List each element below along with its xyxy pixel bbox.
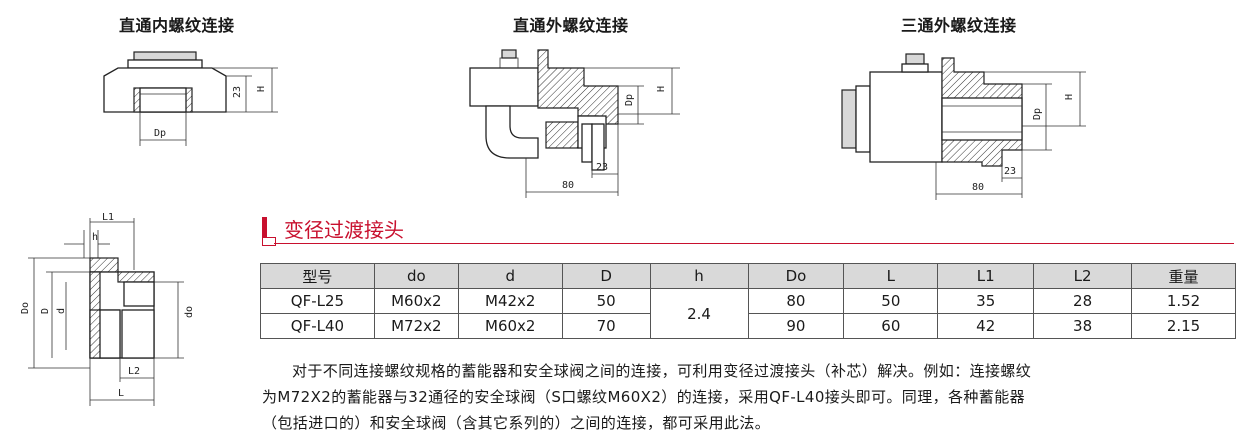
dim-d: d — [56, 308, 67, 314]
dim-do: do — [184, 306, 195, 318]
section-title: 变径过渡接头 — [284, 218, 404, 242]
cell-model: QF-L40 — [260, 313, 375, 339]
cell-D: 70 — [561, 313, 651, 339]
figure-title-straight-internal: 直通内螺纹连接 — [119, 16, 235, 35]
cell-d: M60x2 — [457, 313, 563, 339]
drawing-straight-internal: 23 H Dp — [103, 51, 278, 146]
dim-L2: L2 — [128, 366, 140, 377]
col-header-L2: L2 — [1033, 263, 1133, 289]
col-header-do: do — [373, 263, 459, 289]
section-header: 变径过渡接头 — [262, 214, 1236, 246]
cell-L1: 42 — [937, 313, 1035, 339]
table-row: QF-L25 M60x2 M42x2 50 2.4 80 50 35 28 1.… — [260, 288, 1236, 339]
cell-L: 60 — [843, 313, 939, 339]
figure-title-straight-external: 直通外螺纹连接 — [513, 16, 629, 35]
dim-L: L — [118, 388, 124, 399]
description-paragraph: 对于不同连接螺纹规格的蓄能器和安全球阀之间的连接，可利用变径过渡接头（补芯）解决… — [262, 358, 1234, 436]
cell-Do: 80 — [747, 288, 845, 314]
table-row: QF-L40 M72x2 M60x2 70 90 60 42 38 2.15 — [260, 313, 1236, 339]
drawing-tee-external: Dp H 23 80 — [841, 53, 1086, 200]
paragraph-line: （包括进口的）和安全球阀（含其它系列的）之间的连接，都可采用此法。 — [262, 414, 771, 432]
dim-Do: Do — [20, 302, 31, 314]
dim-80: 80 — [562, 180, 574, 191]
cell-d: M42x2 — [457, 288, 563, 314]
col-header-h: h — [649, 263, 749, 289]
dim-23-3: 23 — [1004, 166, 1016, 177]
dim-80-3: 80 — [972, 182, 984, 193]
section-divider — [274, 243, 1234, 244]
cell-D: 50 — [561, 288, 651, 314]
cell-do: M60x2 — [373, 288, 459, 314]
cell-L2: 28 — [1033, 288, 1133, 314]
cell-weight: 2.15 — [1131, 313, 1236, 339]
col-header-model: 型号 — [260, 263, 375, 289]
cell-Do: 90 — [747, 313, 845, 339]
col-header-L1: L1 — [937, 263, 1035, 289]
table-header-row: 型号 do d D h Do L L1 L2 重量 — [260, 263, 1236, 289]
col-header-D: D — [561, 263, 651, 289]
dim-Dp-3: Dp — [1032, 108, 1043, 120]
cell-L1: 35 — [937, 288, 1035, 314]
cell-L2: 38 — [1033, 313, 1133, 339]
spec-table: 型号 do d D h Do L L1 L2 重量 QF-L25 M60x2 M… — [260, 263, 1236, 339]
cell-model: QF-L25 — [260, 288, 375, 314]
dim-D: D — [40, 308, 51, 314]
cell-h-merged: 2.4 — [649, 288, 749, 339]
paragraph-line: 对于不同连接螺纹规格的蓄能器和安全球阀之间的连接，可利用变径过渡接头（补芯）解决… — [292, 362, 1032, 380]
col-header-d: d — [457, 263, 563, 289]
drawing-straight-external: Dp H 23 80 — [469, 49, 680, 198]
col-header-Do: Do — [747, 263, 845, 289]
dim-Dp: Dp — [154, 128, 166, 139]
section-accent-bar — [262, 217, 267, 239]
cell-do: M72x2 — [373, 313, 459, 339]
cell-weight: 1.52 — [1131, 288, 1236, 314]
dim-H-3: H — [1064, 94, 1075, 100]
dim-h: h — [92, 232, 98, 243]
section-accent-square — [262, 237, 276, 246]
paragraph-line: 为M72X2的蓄能器与32通径的安全球阀（S口螺纹M60X2）的连接，采用QF-… — [262, 388, 1025, 406]
col-header-L: L — [843, 263, 939, 289]
dim-L1: L1 — [102, 212, 114, 223]
dim-H-2: H — [656, 86, 667, 92]
dim-H: H — [256, 86, 267, 92]
dim-23-2: 23 — [596, 162, 608, 173]
dim-23: 23 — [232, 86, 243, 98]
dim-Dp-2: Dp — [624, 94, 635, 106]
drawing-reducer-adapter: L1 h Do D d do L2 L — [20, 212, 195, 406]
cell-L: 50 — [843, 288, 939, 314]
col-header-weight: 重量 — [1131, 263, 1236, 289]
figure-title-tee-external: 三通外螺纹连接 — [901, 16, 1017, 35]
